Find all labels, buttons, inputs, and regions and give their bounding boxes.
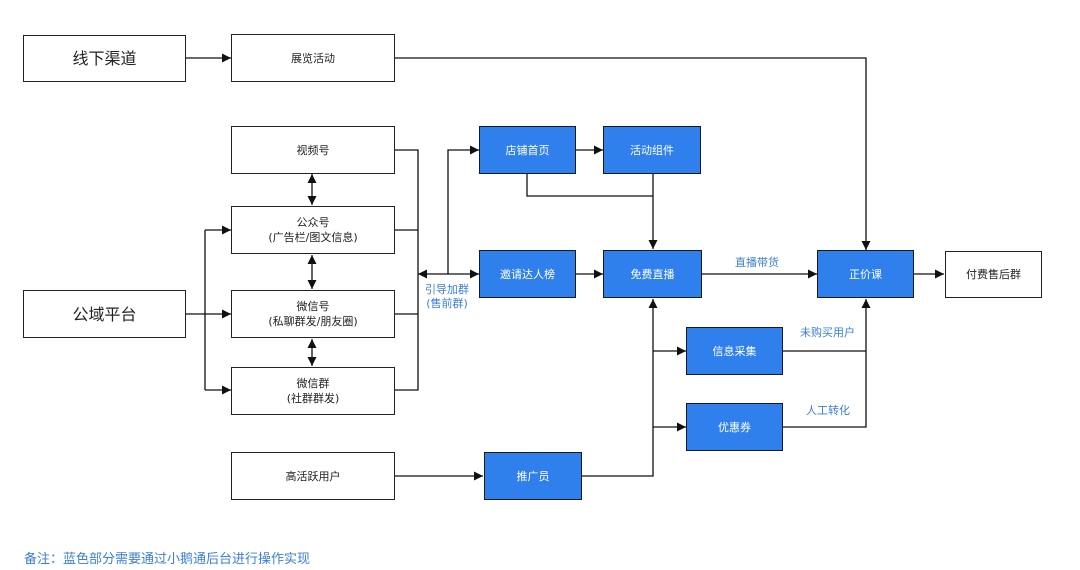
node-paid-group: 付费售后群 <box>945 251 1042 298</box>
node-label: 优惠券 <box>718 420 751 434</box>
node-regular-course: 正价课 <box>817 250 914 298</box>
edge-label-guide-line2: (售前群) <box>426 297 468 310</box>
arrow-promoter-live <box>582 299 658 477</box>
edge-label-guide: 引导加群 (售前群) <box>425 283 469 311</box>
node-free-live: 免费直播 <box>603 250 702 298</box>
stack-bracket <box>395 149 419 391</box>
node-coupon: 优惠券 <box>686 403 783 451</box>
arrow-info-course <box>783 299 871 352</box>
node-label: 高活跃用户 <box>285 469 341 483</box>
node-label: 展览活动 <box>291 51 335 65</box>
node-active-users: 高活跃用户 <box>231 452 395 500</box>
node-shop-home: 店铺首页 <box>479 126 576 174</box>
node-label: 信息采集 <box>712 344 757 358</box>
node-exhibition: 展览活动 <box>231 34 395 82</box>
node-activity-widget: 活动组件 <box>603 126 701 174</box>
arrow-to-shop <box>447 145 479 274</box>
node-sublabel: (社群群发) <box>286 392 340 405</box>
line-coupon-course <box>783 351 867 428</box>
node-label: 微信号 <box>296 300 330 313</box>
node-promoter: 推广员 <box>484 452 582 500</box>
footnote: 备注：蓝色部分需要通过小鹅通后台进行操作实现 <box>24 552 311 567</box>
node-label: 活动组件 <box>630 143 674 157</box>
node-invite-board: 邀请达人榜 <box>479 250 576 298</box>
node-label: 微信群 <box>296 377 330 390</box>
node-label: 免费直播 <box>630 267 675 281</box>
node-label: 公域平台 <box>72 304 137 324</box>
node-label: 视频号 <box>296 143 330 157</box>
node-label: 正价课 <box>849 267 882 281</box>
line-shop-live <box>526 174 653 197</box>
node-info-collect: 信息采集 <box>686 327 783 375</box>
node-label: 公众号 <box>296 216 330 229</box>
node-label: 线下渠道 <box>72 49 137 68</box>
edge-label-not-purchased: 未购买用户 <box>800 326 855 339</box>
node-wechat-group: 微信群 (社群群发) <box>231 367 395 415</box>
node-public-domain: 公域平台 <box>23 290 186 338</box>
node-video-account: 视频号 <box>231 126 395 174</box>
node-sublabel: (私聊群发/朋友圈) <box>268 315 358 328</box>
node-wechat-account: 微信号 (私聊群发/朋友圈) <box>231 290 395 338</box>
node-official-account: 公众号 (广告栏/图文信息) <box>231 206 395 254</box>
node-sublabel: (广告栏/图文信息) <box>268 231 358 244</box>
edge-label-live-sales: 直播带货 <box>735 256 779 269</box>
arrow-exhibition-course <box>395 57 871 250</box>
node-label: 邀请达人榜 <box>500 267 555 281</box>
node-label: 付费售后群 <box>966 268 1021 281</box>
node-offline-channel: 线下渠道 <box>23 35 186 82</box>
edge-label-manual-convert: 人工转化 <box>806 404 850 417</box>
node-label: 店铺首页 <box>505 143 550 157</box>
edge-label-guide-line1: 引导加群 <box>425 283 469 296</box>
node-label: 推广员 <box>516 469 550 483</box>
